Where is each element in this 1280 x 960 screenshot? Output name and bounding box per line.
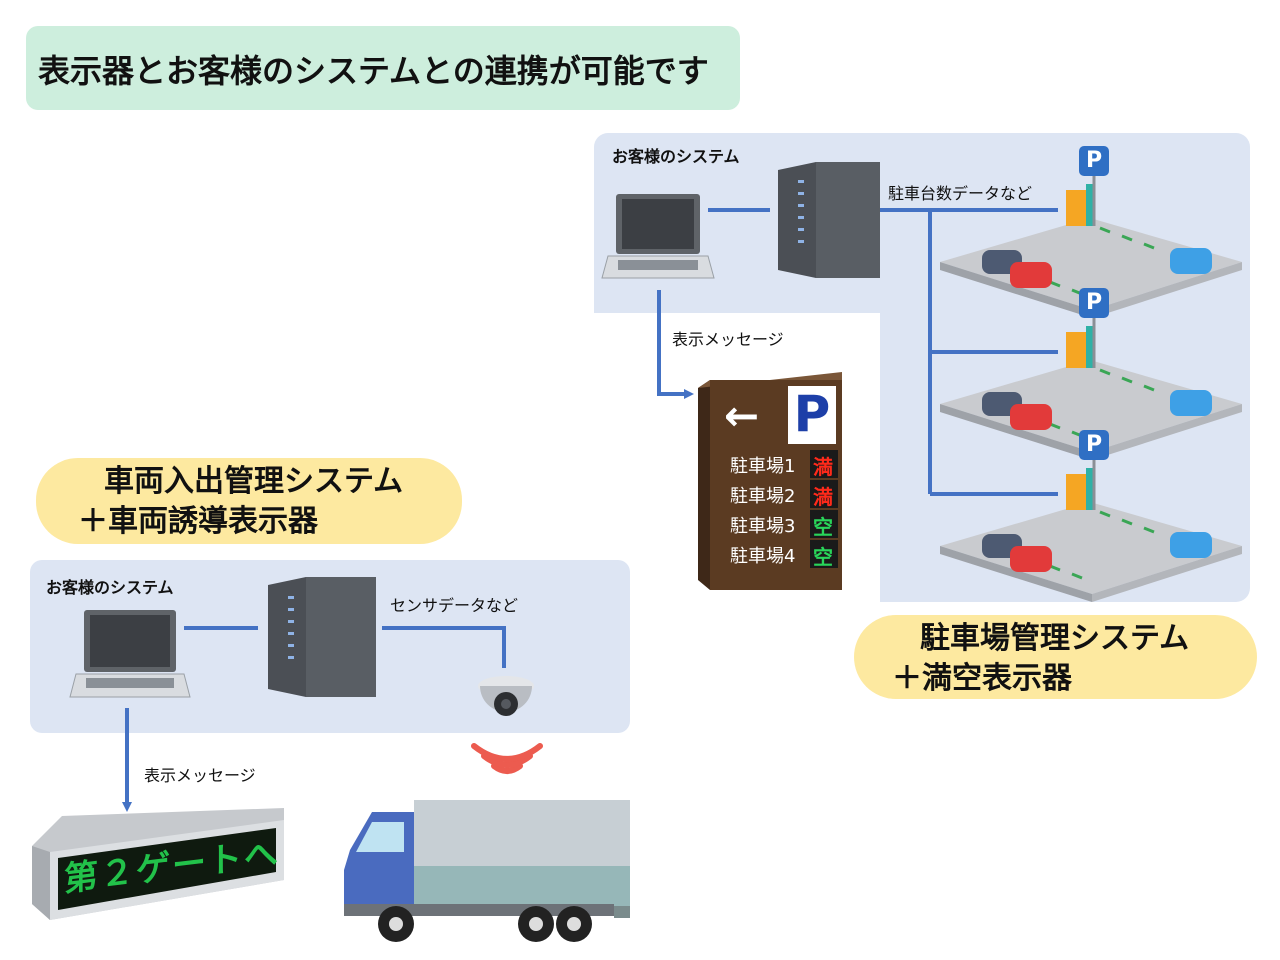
sign-row-name: 駐車場2 [730, 486, 796, 507]
sign-row-name: 駐車場4 [730, 546, 796, 567]
gate-machines [1066, 184, 1094, 510]
vehicle-caption-line2: ＋車両誘導表示器 [78, 504, 318, 539]
server-icon-2 [268, 577, 376, 697]
vehicle-data-label: センサデータなど [390, 596, 519, 615]
parking-message-label: 表示メッセージ [672, 330, 784, 349]
signal-icon [471, 743, 543, 774]
sign-row-name: 駐車場3 [730, 516, 796, 537]
parking-floor-2 [940, 360, 1242, 460]
sign-row-3: 駐車場3 [730, 512, 795, 538]
sign-row-status: 空 [813, 545, 833, 569]
vehicle-customer-system-label: お客様のシステム [46, 578, 174, 597]
lot-p-letter: P [1085, 432, 1103, 457]
parking-floor-1 [940, 218, 1242, 318]
parking-p-signs [1079, 146, 1109, 510]
sign-row-1: 駐車場1 [730, 452, 795, 478]
server-icon [778, 162, 880, 278]
vehicle-caption [36, 458, 462, 544]
sign-row-name: 駐車場1 [730, 456, 796, 477]
parking-caption [854, 615, 1257, 699]
sign-row-status: 満 [813, 485, 833, 509]
sign-p-symbol: P [793, 385, 831, 443]
lot-p-letter: P [1085, 290, 1103, 315]
vehicle-caption-line1: 車両入出管理システム [104, 464, 404, 499]
page-title: 表示器とお客様のシステムとの連携が可能です [38, 52, 709, 90]
parking-caption-line2: ＋満空表示器 [892, 661, 1072, 696]
car-icons [982, 248, 1212, 572]
laptop-icon [601, 194, 715, 279]
vehicle-message-label: 表示メッセージ [144, 766, 256, 785]
led-display [32, 808, 284, 920]
sign-row-4: 駐車場4 [730, 542, 795, 568]
parking-floor-3 [940, 502, 1242, 602]
sign-row-status: 満 [813, 455, 833, 479]
sign-arrow: ← [724, 391, 760, 440]
parking-customer-system-label: お客様のシステム [612, 147, 740, 166]
sign-row-status: 空 [813, 515, 833, 539]
parking-caption-line1: 駐車場管理システム [920, 621, 1190, 656]
availability-sign [698, 372, 842, 590]
camera-icon [478, 676, 534, 716]
title-banner [26, 26, 740, 110]
parking-data-label: 駐車台数データなど [888, 184, 1033, 203]
laptop-icon-2 [69, 610, 191, 698]
sign-row-2: 駐車場2 [730, 482, 795, 508]
truck-icon [344, 800, 630, 942]
lot-p-letter: P [1085, 148, 1103, 173]
